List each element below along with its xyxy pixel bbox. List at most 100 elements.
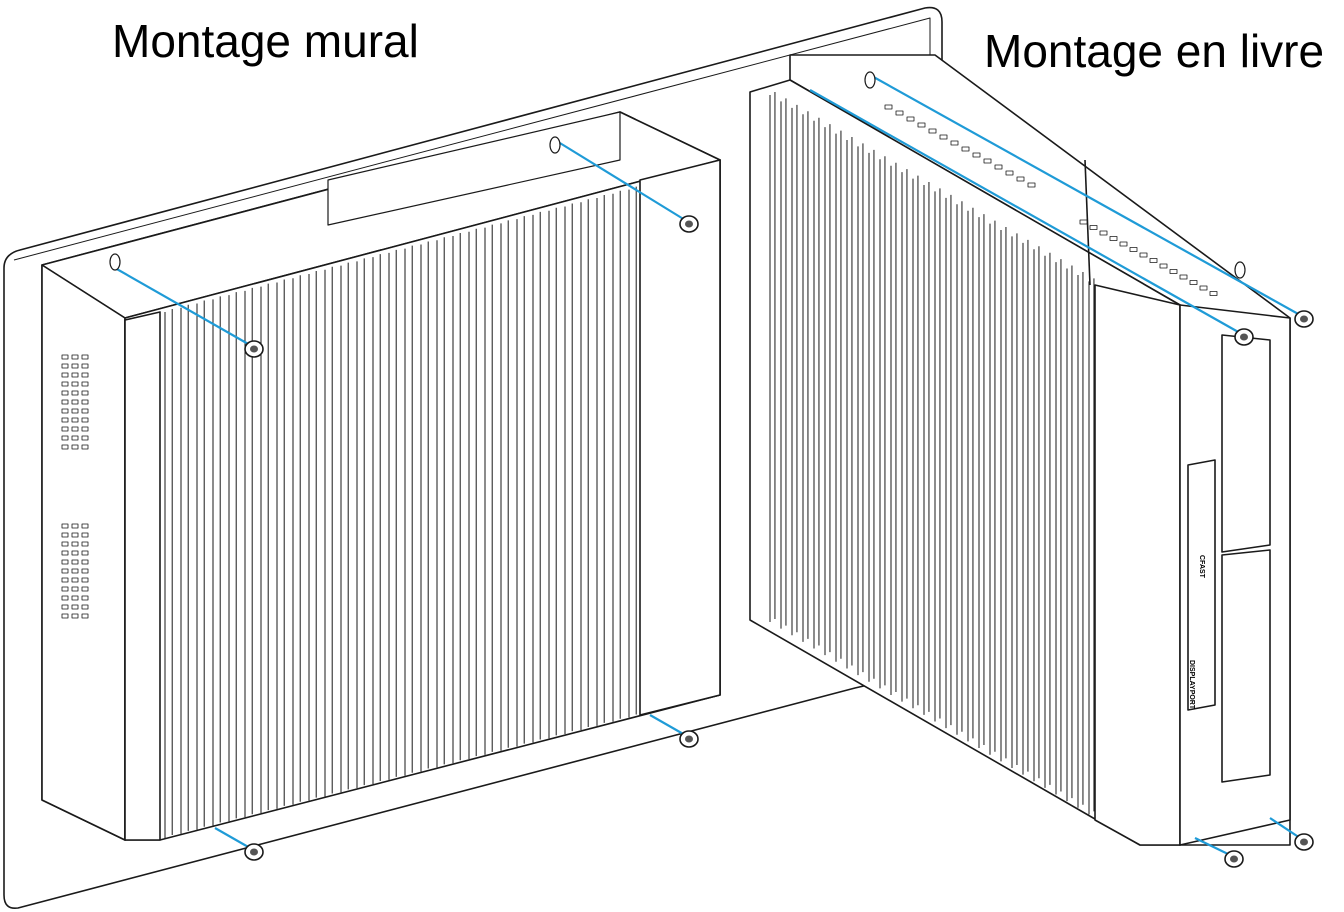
left-heatsink-block-right <box>639 159 721 716</box>
right-io-slot-1 <box>1221 334 1271 553</box>
vent-slot <box>81 372 89 378</box>
vent-slot <box>81 381 89 387</box>
vent-slot <box>81 541 89 547</box>
book-mount-title: Montage en livre <box>984 25 1325 77</box>
vent-slot <box>61 523 69 529</box>
vent-slot <box>61 381 69 387</box>
vent-slot <box>71 381 79 387</box>
vent-slot <box>71 577 79 583</box>
vent-slot <box>1189 280 1198 285</box>
screw-head-icon <box>1300 838 1308 846</box>
vent-slot <box>1016 176 1025 182</box>
vent-slot <box>81 523 89 529</box>
screw-head-icon <box>1240 333 1248 341</box>
guide-line <box>214 827 251 849</box>
vent-slot <box>71 408 79 414</box>
screws <box>109 71 1314 868</box>
screw-head-icon <box>685 735 693 743</box>
vent-slot <box>81 363 89 369</box>
vent-slot <box>917 122 926 128</box>
vent-slot <box>1209 291 1218 296</box>
vent-slot <box>71 417 79 423</box>
vent-slot <box>81 390 89 396</box>
guide-line <box>114 267 251 346</box>
vent-slot <box>1159 263 1168 269</box>
screw-head-icon <box>250 848 258 856</box>
guide-line <box>809 89 1241 334</box>
vent-slot <box>71 568 79 574</box>
vent-slot <box>61 532 69 538</box>
vent-slot <box>81 586 89 592</box>
vent-slot <box>71 372 79 378</box>
vent-slot <box>61 372 69 378</box>
vent-slot <box>61 550 69 556</box>
right-fins <box>769 92 1095 815</box>
vent-slot <box>928 128 937 134</box>
keyhole-icon <box>549 136 561 154</box>
vent-slot <box>1179 274 1188 280</box>
vent-slot <box>81 550 89 556</box>
vent-slot <box>1109 236 1118 241</box>
guide-lines <box>114 74 1301 856</box>
vent-slot <box>71 363 79 369</box>
vent-slot <box>961 146 970 152</box>
vent-slot <box>1149 258 1158 263</box>
vent-slot <box>81 559 89 565</box>
vent-slot <box>81 399 89 405</box>
right-heatsink-block <box>1094 284 1181 846</box>
vent-slot <box>61 444 69 450</box>
vent-slot <box>81 435 89 441</box>
keyhole-icon <box>864 71 876 89</box>
vent-slot <box>61 559 69 565</box>
vent-slot <box>71 586 79 592</box>
vent-slot <box>71 613 79 619</box>
vent-slot <box>61 426 69 432</box>
vent-slot <box>1005 170 1014 176</box>
vent-slot <box>71 399 79 405</box>
right-io-slot-2 <box>1221 549 1271 783</box>
vent-slot <box>61 354 69 360</box>
vent-slot <box>81 354 89 360</box>
vent-slot <box>61 604 69 610</box>
vent-slot <box>61 399 69 405</box>
displayport-label: DISPLAYPORT <box>1188 660 1195 710</box>
guide-line <box>1269 817 1301 839</box>
vent-slot <box>71 550 79 556</box>
vent-slot <box>81 444 89 450</box>
vent-slot <box>1139 252 1148 258</box>
vent-slot <box>1099 230 1108 236</box>
screw-head-icon <box>1230 855 1238 863</box>
vent-slot <box>61 541 69 547</box>
vent-slot <box>81 426 89 432</box>
vent-slot <box>71 595 79 601</box>
vent-slot <box>895 110 904 116</box>
vent-slot <box>61 435 69 441</box>
right-port-plate <box>1187 459 1216 711</box>
cfast-label: CFAST <box>1198 555 1205 579</box>
vent-slot <box>1119 241 1128 247</box>
keyhole-icon <box>109 253 121 271</box>
left-vents <box>61 354 89 619</box>
guide-line <box>869 74 1301 316</box>
vent-slot <box>61 568 69 574</box>
vent-slot <box>81 577 89 583</box>
vent-slot <box>61 613 69 619</box>
keyhole-icon <box>1234 261 1246 279</box>
guide-line <box>1194 837 1231 856</box>
vent-slot <box>61 595 69 601</box>
vent-slot <box>1199 285 1208 291</box>
vent-slot <box>906 116 915 122</box>
vent-slot <box>939 134 948 140</box>
screw-head-icon <box>250 345 258 353</box>
vent-slot <box>71 523 79 529</box>
vent-slot <box>71 541 79 547</box>
vent-slot <box>71 390 79 396</box>
vent-slot <box>71 435 79 441</box>
vent-slot <box>81 604 89 610</box>
vent-slot <box>81 595 89 601</box>
vent-slot <box>1089 225 1098 230</box>
vent-slot <box>1079 219 1088 225</box>
guide-line <box>649 714 686 736</box>
left-fins <box>164 186 637 838</box>
